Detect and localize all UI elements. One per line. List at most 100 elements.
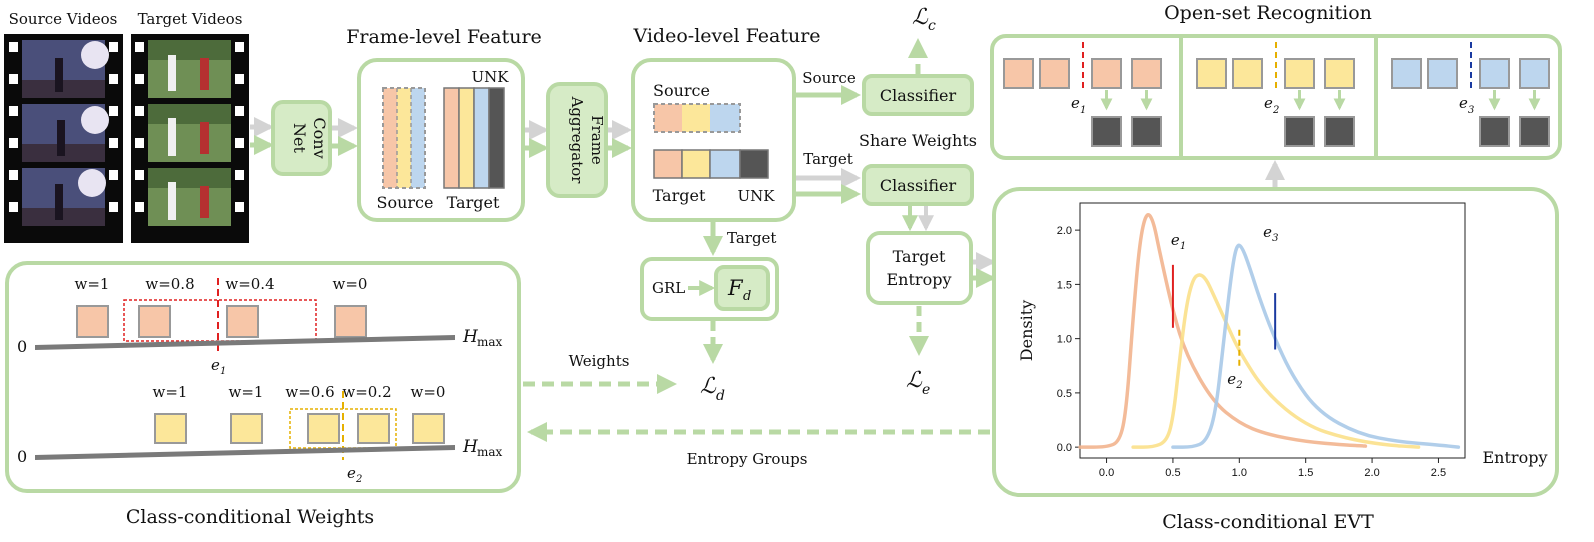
y-tick-label: 1.0 [1057,334,1072,346]
aggregator-line1: Frame [588,115,606,165]
entropy-line2: Entropy [887,270,952,289]
y-tick-label: 2.0 [1057,225,1072,237]
target-videos: Target Videos [131,10,249,243]
weight-sample-square [357,413,390,444]
video-level-feature: Video-level Feature Source Target UNK [631,25,821,222]
openset-e-label: e [1459,94,1468,112]
axis-hmax-sub: max [477,335,503,349]
frame-unk-label: UNK [472,68,510,86]
weight-sample-square [76,305,109,338]
classifier-section: Source Classifier Share Weights Target C… [796,5,977,232]
arrows-convnet-to-frame [332,118,358,156]
openset-unknown-candidate [1324,58,1355,89]
frame-target-label: Target [447,193,500,212]
weight-label: w=0.4 [225,275,274,293]
weight-sample-square [334,305,367,338]
weight-sample-square [226,305,259,338]
fd-box [714,265,770,311]
share-weights-label: Share Weights [859,131,977,150]
frame-level-feature: Frame-level Feature UNK Source Target [346,26,542,222]
arrows-frame-to-aggregator [525,120,549,158]
loss-e-sub: e [922,382,930,398]
source-arrow-label: Source [802,69,856,87]
y-tick-label: 0.0 [1057,442,1072,454]
video-target-label: Target [653,186,706,205]
openset-unk-square [1091,116,1122,147]
openset-class-square [1427,58,1458,89]
loss-e-symbol: ℒ [906,368,923,393]
openset-unk-square [1324,116,1355,147]
weights-link-label: Weights [569,352,630,370]
entropy-axis-bar [35,445,455,460]
loss-d-symbol: ℒ [700,374,717,399]
grl-label: GRL [652,279,685,297]
video-unk-label: UNK [738,187,776,205]
openset-e-sub: 1 [1080,105,1086,116]
axis-zero-label: 0 [17,337,27,356]
arrows-aggregator-to-video [608,120,632,158]
weight-label: w=0 [411,383,446,401]
openset-class-square [1232,58,1263,89]
aggregator-line2: Aggregator [568,96,586,185]
threshold-e1-label: e [211,356,220,374]
weight-sample-square [154,413,187,444]
target-arrow-label: Target [803,150,852,168]
openset-unk-square [1479,116,1510,147]
loss-c-symbol: ℒ [912,5,929,30]
classifier-top [862,74,974,116]
frame-feature-title: Frame-level Feature [346,26,542,48]
loss-c-sub: c [928,18,936,34]
evt-threshold-label: e [1263,223,1272,241]
openset-unk-square [1284,116,1315,147]
y-tick-label: 1.5 [1057,279,1072,291]
x-axis-label: Entropy [1483,448,1548,467]
x-tick-label: 0.0 [1099,467,1114,479]
frame-aggregator-box: Frame Aggregator [546,82,608,198]
evt-threshold-label: e [1227,370,1236,388]
loss-d-sub: d [716,388,725,404]
openset-class-square [1196,58,1227,89]
axis-hmax-label: H [462,437,479,457]
evt-threshold-label: e [1171,231,1180,249]
openset-title: Open-set Recognition [1164,2,1372,24]
weight-sample-square [138,305,171,338]
evt-threshold-sub: 2 [1235,380,1242,391]
link-entropy-groups: Entropy Groups [527,422,990,468]
weight-label: w=0.6 [285,383,334,401]
convnet-box: Conv Net [271,100,332,176]
density-curve-1 [1078,212,1368,449]
openset-unknown-candidate [1479,58,1510,89]
density-curve-2 [1131,273,1421,449]
weight-sample-square [230,413,263,444]
x-tick-label: 2.0 [1364,467,1379,479]
openset-e-label: e [1071,94,1080,112]
x-tick-label: 1.0 [1232,467,1247,479]
threshold-e2-sub: 2 [355,474,362,485]
frame-source-label: Source [377,193,434,212]
openset-e-sub: 3 [1468,105,1474,116]
video-source-label: Source [653,81,710,100]
fd-label: F [727,276,744,300]
video-feature-title: Video-level Feature [632,25,820,47]
classifier-bottom [862,164,974,206]
density-curve-3 [1171,243,1461,449]
openset-unknown-candidate [1519,58,1550,89]
x-tick-label: 0.5 [1165,467,1180,479]
link-weights: Weights [523,352,677,394]
weight-label: w=1 [229,383,264,401]
y-axis-label: Density [1017,300,1036,361]
entropy-line1: Target [893,247,946,266]
openset-unk-square [1519,116,1550,147]
evt-threshold-sub: 1 [1180,241,1186,252]
evt-threshold-sub: 3 [1272,233,1278,244]
convnet-line1: Conv [310,117,329,158]
fd-sub: d [743,289,751,304]
weight-sample-square [412,413,445,444]
openset-unknown-candidate [1284,58,1315,89]
source-videos: Source Videos [4,10,123,243]
openset-unknown-candidate [1091,58,1122,89]
target-entropy-box: Target Entropy ℒ e [866,231,996,398]
